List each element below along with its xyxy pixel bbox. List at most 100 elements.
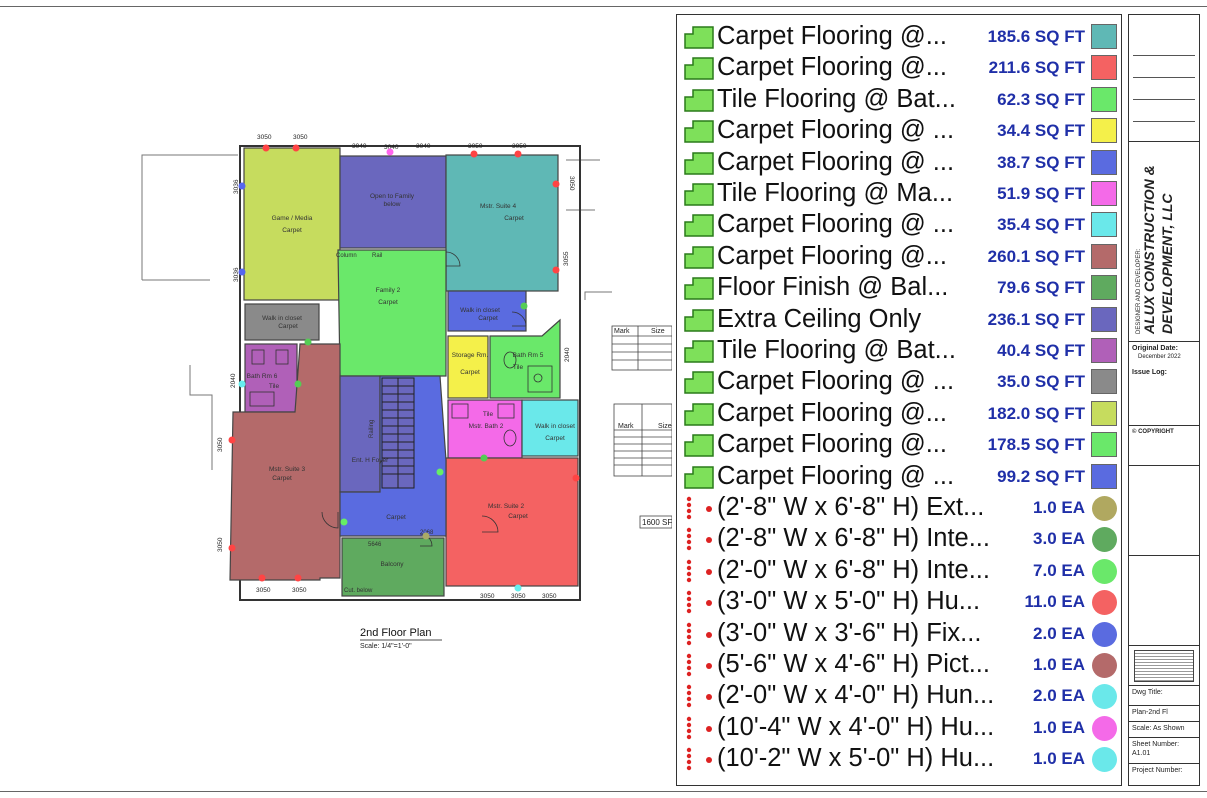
schedule-size-header-2: Size (658, 423, 672, 430)
count-marker-icon (683, 495, 715, 521)
legend-area-swatch (1091, 86, 1117, 112)
room-bath-5[interactable] (489, 318, 561, 399)
legend-area-row[interactable]: Carpet Flooring @ ...34.4 SQ FT (683, 115, 1117, 146)
legend-count-qty: 1.0 EA (1033, 655, 1085, 674)
legend-area-row[interactable]: Carpet Flooring @ ...99.2 SQ FT (683, 461, 1117, 492)
column-label: Column (336, 253, 357, 259)
legend-area-row[interactable]: Carpet Flooring @... 182.0 SQ FT (683, 398, 1117, 429)
count-marker-icon (683, 621, 715, 647)
legend-count-row[interactable]: (2'-8" W x 6'-8" H) Inte...3.0 EA (683, 523, 1117, 554)
legend-area-row[interactable]: Carpet Flooring @...260.1 SQ FT (683, 241, 1117, 272)
legend-area-label: Carpet Flooring @... (717, 430, 947, 459)
room-game-media[interactable] (243, 147, 341, 301)
dim-bottom-1: 3050 (256, 587, 271, 594)
room-walk-in-closet-4[interactable] (447, 290, 527, 332)
rail-label: Rail (372, 253, 382, 259)
legend-count-swatch (1092, 590, 1117, 616)
frame-bottom-border (0, 791, 1207, 792)
room-foyer[interactable] (339, 375, 381, 493)
legend-count-swatch (1092, 496, 1117, 521)
legend-count-row[interactable]: (2'-8" W x 6'-8" H) Ext...1.0 EA (683, 492, 1117, 523)
count-marker-icon (683, 558, 715, 584)
legend-count-label: (10'-2" W x 5'-0" H) Hu... (717, 744, 995, 773)
legend-count-row[interactable]: (10'-2" W x 5'-0" H) Hu...1.0 EA (683, 743, 1117, 774)
legend-count-row[interactable]: (2'-0" W x 6'-8" H) Inte...7.0 EA (683, 555, 1117, 586)
area-measure-icon (683, 244, 715, 270)
legend-area-row[interactable]: Carpet Flooring @...185.6 SQ FT (683, 21, 1117, 52)
room-family[interactable] (337, 249, 447, 377)
window-schedule-table (611, 325, 672, 477)
room-sub-walkin2: Carpet (545, 435, 565, 442)
legend-area-qty: 178.5 SQ FT (987, 435, 1085, 455)
legend-count-row[interactable]: (3'-0" W x 5'-0" H) Hu...11.0 EA (683, 586, 1117, 617)
legend-area-qty: 182.0 SQ FT (987, 403, 1085, 423)
legend-count-row[interactable]: (10'-4" W x 4'-0" H) Hu...1.0 EA (683, 712, 1117, 743)
context-lines (141, 154, 612, 470)
legend-count-label: (5'-6" W x 4'-6" H) Pict... (717, 650, 990, 678)
floor-plan-drawing[interactable]: Mark Size Mark Size 1600 SF (0, 0, 672, 798)
company-name-line2: DEVELOPMENT, LLC (1159, 193, 1175, 334)
project-label: Project Number: (1132, 767, 1183, 774)
legend-count-qty: 2.0 EA (1033, 623, 1085, 643)
legend-area-swatch (1091, 306, 1117, 332)
room-sub-mstr2: Carpet (508, 513, 528, 520)
legend-area-label: Carpet Flooring @ ... (717, 116, 955, 145)
legend-area-label: Carpet Flooring @ ... (717, 147, 955, 176)
legend-area-swatch (1091, 338, 1117, 363)
room-mstr-suite-4[interactable] (445, 154, 559, 292)
room-open-to-family[interactable] (339, 155, 447, 249)
room-walk-in-closet-1[interactable] (244, 303, 320, 341)
stairs (381, 377, 415, 489)
room-sub-walkin1: Carpet (278, 323, 298, 330)
room-mstr-bath-2[interactable] (447, 399, 523, 459)
count-marker-icon (683, 652, 715, 678)
issue-log-label: Issue Log: (1132, 369, 1168, 376)
company-cell: DESIGNER AND DEVELOPER: ALUX CONSTRUCTIO… (1129, 141, 1199, 341)
legend-area-swatch (1091, 369, 1117, 395)
legend-area-row[interactable]: Carpet Flooring @...211.6 SQ FT (683, 52, 1117, 83)
room-mstr-suite-2[interactable] (445, 457, 579, 587)
area-measure-icon (683, 212, 715, 238)
room-walk-in-closet-2[interactable] (521, 399, 579, 457)
tb-rule (1133, 55, 1195, 56)
legend-count-row[interactable]: (2'-0" W x 4'-0" H) Hun...2.0 EA (683, 680, 1117, 711)
legend-area-label: Carpet Flooring @ ... (717, 461, 955, 490)
legend-area-row[interactable]: Carpet Flooring @ ...35.4 SQ FT (683, 209, 1117, 240)
legend-area-row[interactable]: Tile Flooring @ Bat...62.3 SQ FT (683, 84, 1117, 115)
room-sub-walkin4: Carpet (478, 315, 498, 322)
legend-area-qty: 40.4 SQ FT (997, 341, 1085, 360)
legend-area-qty: 79.6 SQ FT (997, 278, 1085, 298)
dim-bottom-4: 3050 (511, 593, 526, 600)
legend-area-label: Tile Flooring @ Bat... (717, 84, 956, 113)
area-measure-icon (683, 338, 715, 364)
legend-area-row[interactable]: Carpet Flooring @ ...38.7 SQ FT (683, 147, 1117, 178)
legend-area-qty: 236.1 SQ FT (987, 309, 1085, 329)
room-sub-mbath: Tile (483, 411, 494, 418)
room-sub-open: below (384, 201, 401, 208)
area-measure-icon (683, 150, 715, 176)
legend-area-label: Carpet Flooring @... (717, 398, 947, 427)
legend-area-row[interactable]: Floor Finish @ Bal...79.6 SQ FT (683, 272, 1117, 303)
legend-count-row[interactable]: (5'-6" W x 4'-6" H) Pict... 1.0 EA (683, 649, 1117, 680)
original-date-label: Original Date: (1132, 345, 1178, 352)
room-label-mstr2: Mstr. Suite 2 (488, 503, 525, 510)
sheet-number: A1.01 (1132, 750, 1151, 757)
legend-count-swatch (1092, 653, 1117, 678)
room-label-walkin1: Walk in closet (262, 315, 302, 322)
area-measure-icon (683, 401, 715, 427)
legend-area-row[interactable]: Tile Flooring @ Ma...51.9 SQ FT (683, 178, 1117, 209)
area-measure-icon (683, 55, 715, 81)
legend-count-row[interactable]: (3'-0" W x 3'-6" H) Fix...2.0 EA (683, 618, 1117, 649)
legend-area-swatch (1091, 212, 1117, 238)
legend-count-swatch (1092, 558, 1117, 584)
legend-area-row[interactable]: Carpet Flooring @ ...35.0 SQ FT (683, 366, 1117, 397)
legend-area-row[interactable]: Carpet Flooring @... 178.5 SQ FT (683, 429, 1117, 460)
dim-right-1: 3050 (568, 176, 575, 191)
room-sub-game: Carpet (282, 227, 302, 234)
legend-area-row[interactable]: Tile Flooring @ Bat...40.4 SQ FT (683, 335, 1117, 366)
room-storage[interactable] (447, 335, 489, 399)
legend-count-qty: 7.0 EA (1033, 560, 1085, 580)
room-balcony[interactable] (341, 537, 445, 597)
